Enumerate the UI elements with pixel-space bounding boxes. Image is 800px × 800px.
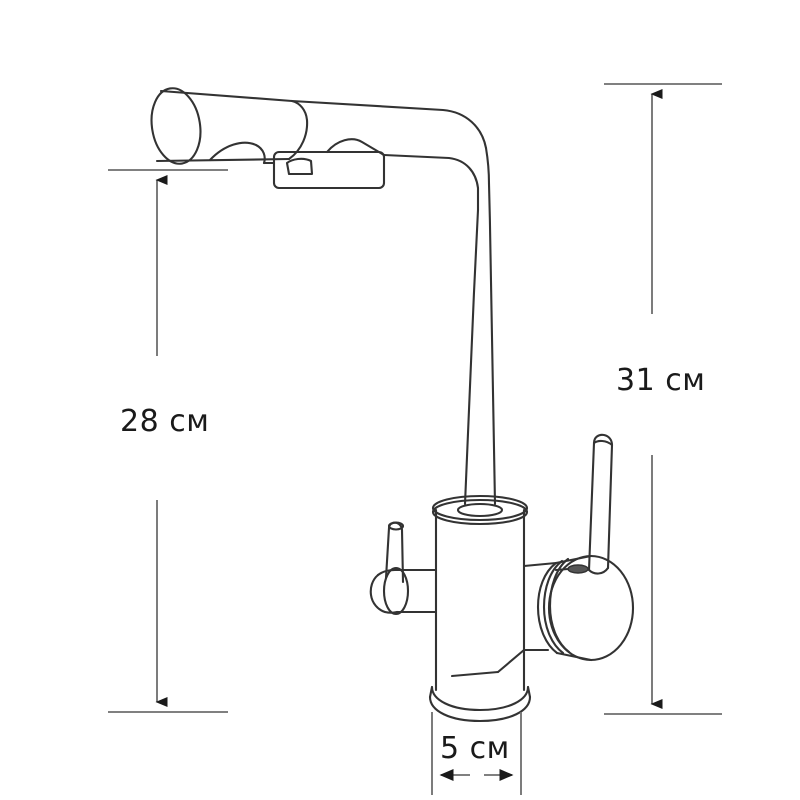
spout-vertical-riser — [463, 182, 497, 506]
right-cartridge-housing — [450, 554, 635, 678]
left-valve-lever-pin — [384, 521, 405, 584]
spout-elbow — [476, 146, 491, 212]
dimension-base-width-5 — [431, 712, 522, 795]
dimension-label-base-width: 5 см — [440, 731, 510, 766]
dimension-label-overall-height: 31 см — [616, 363, 706, 398]
dimension-overall-height-31 — [604, 83, 722, 715]
spout-tip-cylinder — [150, 87, 309, 165]
base-escutcheon-ring — [428, 685, 532, 723]
body-top-collar — [431, 494, 529, 526]
dimension-spout-height-28 — [108, 169, 228, 713]
dimension-label-spout-height: 28 см — [120, 404, 210, 439]
faucet-outline — [150, 87, 635, 723]
right-lever-handle — [554, 433, 614, 575]
spout-horizontal-arm — [290, 99, 488, 190]
spout-aerator-block — [208, 138, 386, 190]
body-cylinder — [434, 508, 526, 692]
left-valve-housing — [369, 566, 438, 616]
